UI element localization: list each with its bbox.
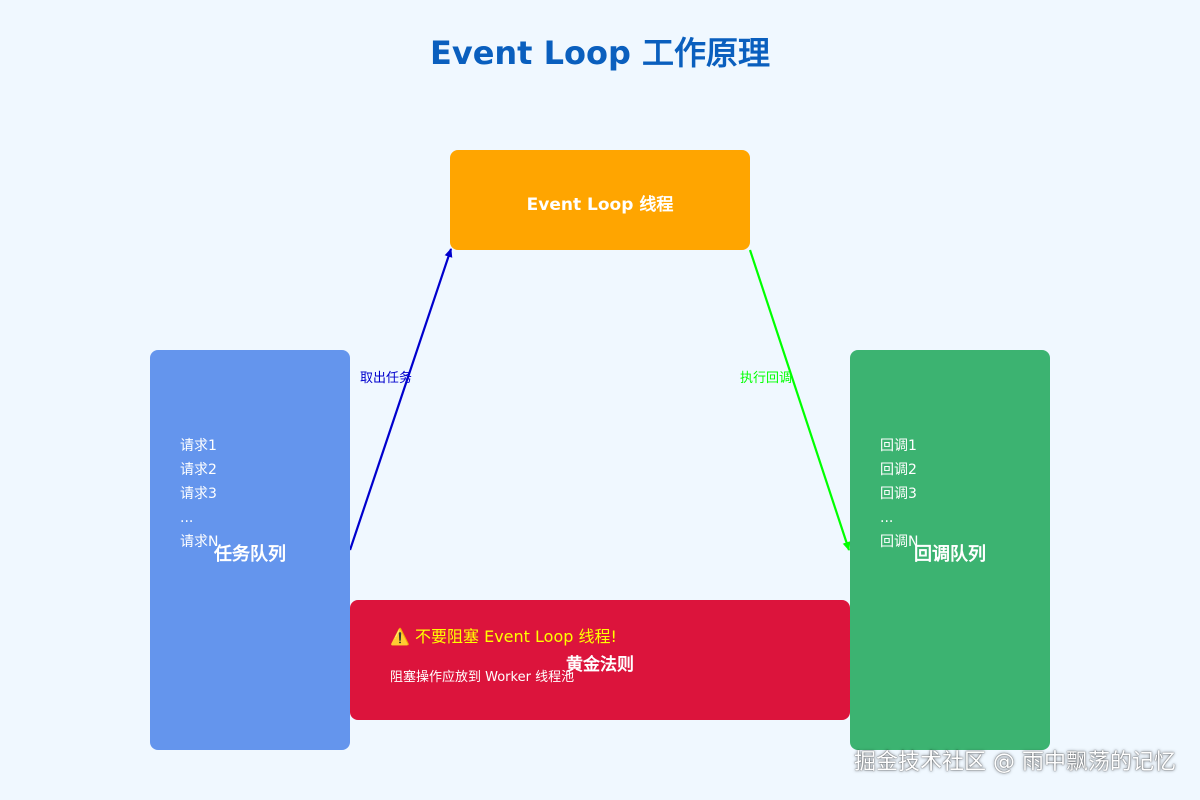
task-item: 请求1: [180, 438, 217, 454]
golden-rule-warning: ⚠️ 不要阻塞 Event Loop 线程!: [390, 627, 617, 646]
task-item: ...: [180, 510, 194, 526]
fetch-task-label: 取出任务: [360, 371, 413, 386]
event-loop-box: Event Loop 线程: [450, 150, 750, 250]
golden-rule-detail: 阻塞操作应放到 Worker 线程池: [390, 670, 575, 685]
task-item: 请求N: [180, 534, 219, 550]
task-queue-box: 请求1 请求2 请求3 ... 请求N 任务队列: [150, 350, 350, 750]
golden-rule-box: ⚠️ 不要阻塞 Event Loop 线程! 黄金法则 阻塞操作应放到 Work…: [350, 600, 850, 720]
callback-item: 回调2: [880, 462, 917, 478]
task-item: 请求3: [180, 486, 217, 502]
callback-queue-label: 回调队列: [914, 544, 986, 565]
execute-callback-arrow: [748, 249, 851, 551]
golden-rule-label: 黄金法则: [566, 655, 634, 675]
task-queue-label: 任务队列: [214, 544, 286, 565]
watermark: 掘金技术社区 @ 雨中飘荡的记忆: [854, 750, 1176, 775]
callback-item: 回调N: [880, 534, 919, 550]
callback-queue-items: 回调1 回调2 回调3 ... 回调N: [880, 434, 918, 554]
task-item: 请求2: [180, 462, 217, 478]
callback-item: 回调3: [880, 486, 917, 502]
callback-item: 回调1: [880, 438, 917, 454]
execute-callback-label: 执行回调: [740, 371, 793, 386]
task-queue-items: 请求1 请求2 请求3 ... 请求N: [180, 434, 218, 554]
callback-queue-box: 回调1 回调2 回调3 ... 回调N 回调队列: [850, 350, 1050, 750]
event-loop-label: Event Loop 线程: [526, 195, 674, 215]
callback-item: ...: [880, 510, 894, 526]
diagram-title: Event Loop 工作原理: [429, 34, 771, 72]
fetch-task-arrow: [348, 248, 453, 551]
